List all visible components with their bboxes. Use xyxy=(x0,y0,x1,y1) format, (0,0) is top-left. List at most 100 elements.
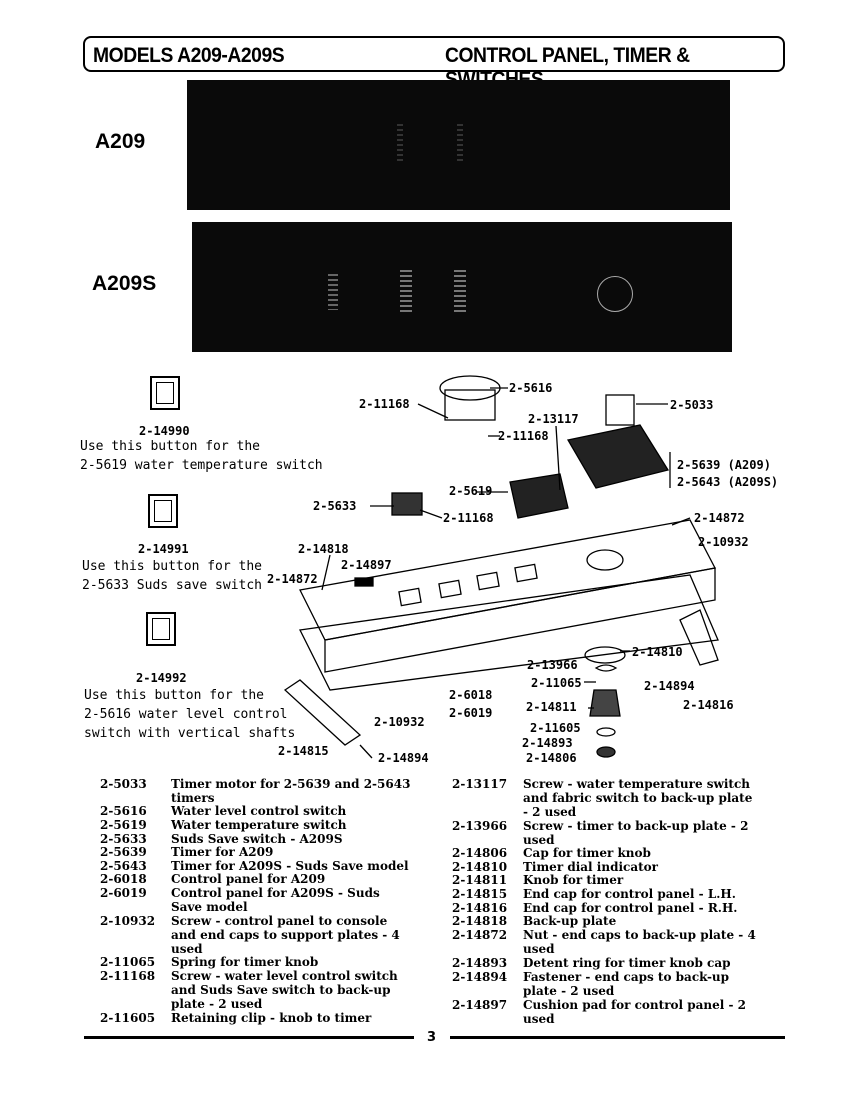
callout-2-11605: 2-11605 xyxy=(530,721,581,735)
button-part-number: 2-14992 xyxy=(136,671,187,685)
part-description: Control panel for A209S - Suds Save mode… xyxy=(171,886,380,914)
callout-2-14872: 2-14872 xyxy=(267,572,318,586)
part-description: Water temperature switch xyxy=(171,818,347,832)
button-14992-icon xyxy=(146,612,176,646)
callout-2-14811: 2-14811 xyxy=(526,700,577,714)
button-note: Use this button for the 2-5619 water tem… xyxy=(80,437,323,475)
note-line: Use this button for the xyxy=(84,688,265,703)
callout-2-14815: 2-14815 xyxy=(278,744,329,758)
button-part-number: 2-14991 xyxy=(138,542,189,556)
model-label-a209: A209 xyxy=(95,130,146,153)
callout-2-5633: 2-5633 xyxy=(313,499,357,513)
part-number: 2-14810 xyxy=(452,860,508,874)
part-description: Spring for timer knob xyxy=(171,955,319,969)
part-number: 2-5643 xyxy=(100,859,147,873)
part-number: 2-11605 xyxy=(100,1011,156,1025)
part-description: Timer for A209 xyxy=(171,845,274,859)
callout-2-11168: 2-11168 xyxy=(443,511,494,525)
callout-2-10932: 2-10932 xyxy=(698,535,749,549)
part-number: 2-14815 xyxy=(452,887,508,901)
callout-2-14816: 2-14816 xyxy=(683,698,734,712)
note-line: 2-5619 water temperature switch xyxy=(80,458,323,473)
part-number: 2-14806 xyxy=(452,846,508,860)
part-number: 2-14894 xyxy=(452,970,508,984)
part-number: 2-10932 xyxy=(100,914,156,928)
panel-slot xyxy=(397,124,403,164)
callout-2-14897: 2-14897 xyxy=(341,558,392,572)
part-number: 2-14811 xyxy=(452,873,508,887)
panel-slot xyxy=(328,274,338,310)
model-label-a209s: A209S xyxy=(92,272,157,295)
timer-dial-opening xyxy=(597,276,633,312)
button-note: Use this button for the 2-5633 Suds save… xyxy=(82,557,262,595)
part-number: 2-11168 xyxy=(100,969,156,983)
callout-2-5033: 2-5033 xyxy=(670,398,714,412)
part-description: Back-up plate xyxy=(523,914,617,928)
part-description: Detent ring for timer knob cap xyxy=(523,956,731,970)
part-description: Nut - end caps to back-up plate - 4 used xyxy=(523,928,756,956)
part-number: 2-5633 xyxy=(100,832,147,846)
models-heading: MODELS A209-A209S xyxy=(93,44,285,67)
part-description: Knob for timer xyxy=(523,873,624,887)
part-number: 2-14897 xyxy=(452,998,508,1012)
callout-2-13117: 2-13117 xyxy=(528,412,579,426)
part-number: 2-5639 xyxy=(100,845,147,859)
panel-slot xyxy=(454,270,466,314)
part-description: Water level control switch xyxy=(171,804,347,818)
callout-2-5643: 2-5643 (A209S) xyxy=(677,475,779,489)
callout-2-14872: 2-14872 xyxy=(694,511,745,525)
note-line: 2-5616 water level control xyxy=(84,707,288,722)
end-cap-right-shape xyxy=(679,609,719,666)
part-description: Suds Save switch - A209S xyxy=(171,832,343,846)
part-number: 2-14818 xyxy=(452,914,508,928)
button-14991-icon xyxy=(148,494,178,528)
part-description: Screw - control panel to console and end… xyxy=(171,914,400,956)
part-description: Cushion pad for control panel - 2 used xyxy=(523,998,747,1026)
panel-slot xyxy=(457,124,463,164)
callout-2-5639: 2-5639 (A209) xyxy=(677,458,771,472)
callout-2-14806: 2-14806 xyxy=(526,751,577,765)
button-part-number: 2-14990 xyxy=(139,424,190,438)
footer-rule-left xyxy=(84,1036,414,1039)
end-cap-left-shape xyxy=(283,679,362,746)
note-line: Use this button for the xyxy=(82,559,263,574)
part-number: 2-5619 xyxy=(100,818,147,832)
back-up-plate-edge xyxy=(324,567,716,673)
note-line: switch with vertical shafts xyxy=(84,726,296,741)
callout-2-10932: 2-10932 xyxy=(374,715,425,729)
part-number: 2-14893 xyxy=(452,956,508,970)
part-number: 2-5033 xyxy=(100,777,147,791)
page-number: 3 xyxy=(427,1030,437,1045)
part-description: Cap for timer knob xyxy=(523,846,651,860)
callout-2-5616: 2-5616 xyxy=(509,381,553,395)
control-panel-a209s-image xyxy=(192,222,732,352)
button-note: Use this button for the 2-5616 water lev… xyxy=(84,686,295,743)
callout-2-5619: 2-5619 xyxy=(449,484,493,498)
callout-2-14893: 2-14893 xyxy=(522,736,573,750)
note-line: Use this button for the xyxy=(80,439,261,454)
footer-rule-right xyxy=(450,1036,785,1039)
part-number: 2-6018 xyxy=(100,872,147,886)
callout-2-6018: 2-6018 xyxy=(449,688,493,702)
part-number: 2-13117 xyxy=(452,777,508,791)
callout-2-13966: 2-13966 xyxy=(527,658,578,672)
part-description: Retaining clip - knob to timer xyxy=(171,1011,372,1025)
callout-2-6019: 2-6019 xyxy=(449,706,493,720)
callout-2-14894: 2-14894 xyxy=(378,751,429,765)
part-number: 2-11065 xyxy=(100,955,156,969)
part-number: 2-13966 xyxy=(452,819,508,833)
panel-slot xyxy=(400,270,412,314)
part-number: 2-14816 xyxy=(452,901,508,915)
parts-list-right: 2-13117 Screw - water temperature switch… xyxy=(452,777,792,1028)
part-description: Timer dial indicator xyxy=(523,860,658,874)
part-description: End cap for control panel - L.H. xyxy=(523,887,736,901)
callout-2-14810: 2-14810 xyxy=(632,645,683,659)
part-description: Timer motor for 2-5639 and 2-5643 timers xyxy=(171,777,411,805)
callout-2-11065: 2-11065 xyxy=(531,676,582,690)
callout-2-14894: 2-14894 xyxy=(644,679,695,693)
note-line: 2-5633 Suds save switch xyxy=(82,578,263,593)
part-description: End cap for control panel - R.H. xyxy=(523,901,738,915)
callout-2-11168: 2-11168 xyxy=(359,397,410,411)
part-description: Control panel for A209 xyxy=(171,872,326,886)
